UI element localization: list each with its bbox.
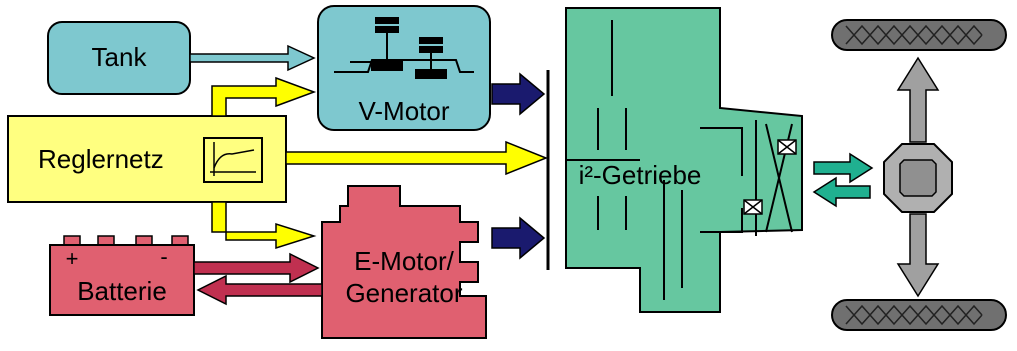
power-arrow-battery-to-motor (193, 252, 320, 284)
batterie-block: + - Batterie (49, 235, 195, 316)
battery-minus-sign: - (160, 244, 167, 269)
control-arrow-to-v-motor (211, 76, 317, 117)
batterie-label: Batterie (77, 276, 167, 306)
gear-shafts-icon (566, 20, 793, 300)
control-arrow-to-gearbox (285, 140, 549, 176)
v-motor-box (317, 5, 491, 131)
power-arrow-motor-to-battery (196, 274, 323, 306)
wheel-arrow-down (896, 213, 940, 298)
getriebe-label: i²-Getriebe (579, 160, 702, 190)
control-arrows (211, 76, 549, 250)
drive-arrows (491, 72, 546, 260)
tank-label: Tank (92, 42, 148, 72)
output-arrow-to-axle (813, 152, 874, 184)
wheel-arrow-up (896, 56, 940, 143)
tank-block: Tank (47, 21, 191, 95)
wheel-bottom-icon (831, 299, 1007, 331)
output-arrow-from-axle (812, 176, 871, 208)
wheel-top-icon (831, 19, 1007, 51)
drive-arrow-v-motor (491, 72, 546, 116)
reglernetz-label: Reglernetz (38, 144, 164, 174)
v-motor-block: V-Motor (317, 5, 491, 131)
e-motor-label-line1: E-Motor/ (354, 246, 454, 276)
battery-box (49, 244, 195, 316)
output-arrows (812, 152, 874, 208)
e-motor-block: E-Motor/ Generator (321, 185, 487, 339)
control-arrow-to-e-motor (211, 201, 317, 250)
power-arrows (193, 252, 323, 306)
drive-arrow-e-motor (491, 216, 546, 260)
e-motor-label-line2: Generator (345, 278, 462, 308)
fuel-arrow (189, 44, 316, 72)
controller-curve-icon (203, 137, 263, 183)
getriebe-block: i²-Getriebe (546, 7, 803, 313)
engine-mechanism-icon (334, 17, 474, 79)
differential-icon (883, 143, 953, 213)
e-motor-body (321, 185, 487, 339)
battery-plus-sign: + (66, 246, 79, 271)
v-motor-label: V-Motor (358, 96, 449, 126)
bearing-icons (743, 139, 797, 215)
reglernetz-block: Reglernetz (7, 115, 287, 203)
wheel-arrows (896, 56, 940, 298)
